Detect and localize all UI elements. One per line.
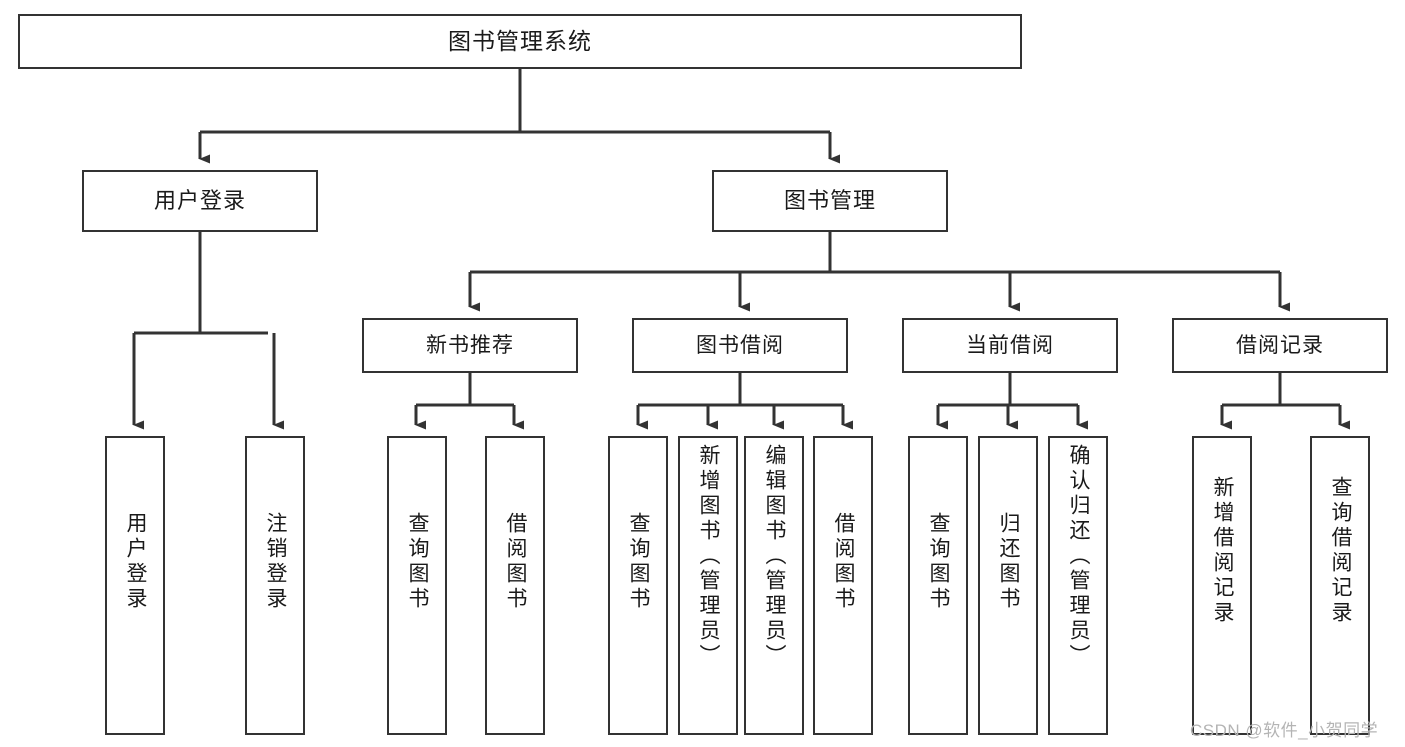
node-borrow-record[interactable]: 借阅记录 <box>1172 318 1388 373</box>
leaf-confirm-return-admin-label: 确认归还（管理员） <box>1067 444 1091 669</box>
leaf-query-book-recommend-label: 查询图书 <box>406 512 430 612</box>
leaf-query-book-current[interactable]: 查询图书 <box>908 436 968 735</box>
node-new-book-recommend-label: 新书推荐 <box>426 334 514 357</box>
leaf-add-book-admin[interactable]: 新增图书（管理员） <box>678 436 738 735</box>
leaf-query-book-borrow[interactable]: 查询图书 <box>608 436 668 735</box>
leaf-add-borrow-record[interactable]: 新增借阅记录 <box>1192 436 1252 735</box>
leaf-return-book[interactable]: 归还图书 <box>978 436 1038 735</box>
node-book-management[interactable]: 图书管理 <box>712 170 948 232</box>
leaf-query-book-borrow-label: 查询图书 <box>627 512 651 612</box>
node-current-borrow[interactable]: 当前借阅 <box>902 318 1118 373</box>
node-root-system[interactable]: 图书管理系统 <box>18 14 1022 69</box>
leaf-return-book-label: 归还图书 <box>997 512 1021 612</box>
node-current-borrow-label: 当前借阅 <box>966 334 1054 357</box>
leaf-user-logout-label: 注销登录 <box>264 512 288 612</box>
leaf-borrow-book-recommend-label: 借阅图书 <box>504 512 528 612</box>
leaf-query-borrow-record[interactable]: 查询借阅记录 <box>1310 436 1370 735</box>
leaf-query-book-recommend[interactable]: 查询图书 <box>387 436 447 735</box>
node-book-borrow-label: 图书借阅 <box>696 334 784 357</box>
leaf-edit-book-admin[interactable]: 编辑图书（管理员） <box>744 436 804 735</box>
leaf-add-borrow-record-label: 新增借阅记录 <box>1211 476 1235 626</box>
node-user-login-label: 用户登录 <box>153 188 246 213</box>
node-new-book-recommend[interactable]: 新书推荐 <box>362 318 578 373</box>
node-book-management-label: 图书管理 <box>783 188 876 213</box>
node-book-borrow[interactable]: 图书借阅 <box>632 318 848 373</box>
leaf-borrow-book-recommend[interactable]: 借阅图书 <box>485 436 545 735</box>
leaf-user-login-label: 用户登录 <box>124 512 148 612</box>
leaf-user-logout[interactable]: 注销登录 <box>245 436 305 735</box>
leaf-edit-book-admin-label: 编辑图书（管理员） <box>763 444 787 669</box>
leaf-confirm-return-admin[interactable]: 确认归还（管理员） <box>1048 436 1108 735</box>
csdn-watermark: CSDN @软件_小贺同学 <box>1190 721 1379 740</box>
leaf-query-book-current-label: 查询图书 <box>927 512 951 612</box>
leaf-borrow-book[interactable]: 借阅图书 <box>813 436 873 735</box>
leaf-add-book-admin-label: 新增图书（管理员） <box>697 444 721 669</box>
node-user-login[interactable]: 用户登录 <box>82 170 318 232</box>
node-root-label: 图书管理系统 <box>448 28 592 54</box>
leaf-query-borrow-record-label: 查询借阅记录 <box>1329 476 1353 626</box>
leaf-borrow-book-label: 借阅图书 <box>832 512 856 612</box>
leaf-user-login[interactable]: 用户登录 <box>105 436 165 735</box>
node-borrow-record-label: 借阅记录 <box>1236 334 1324 357</box>
